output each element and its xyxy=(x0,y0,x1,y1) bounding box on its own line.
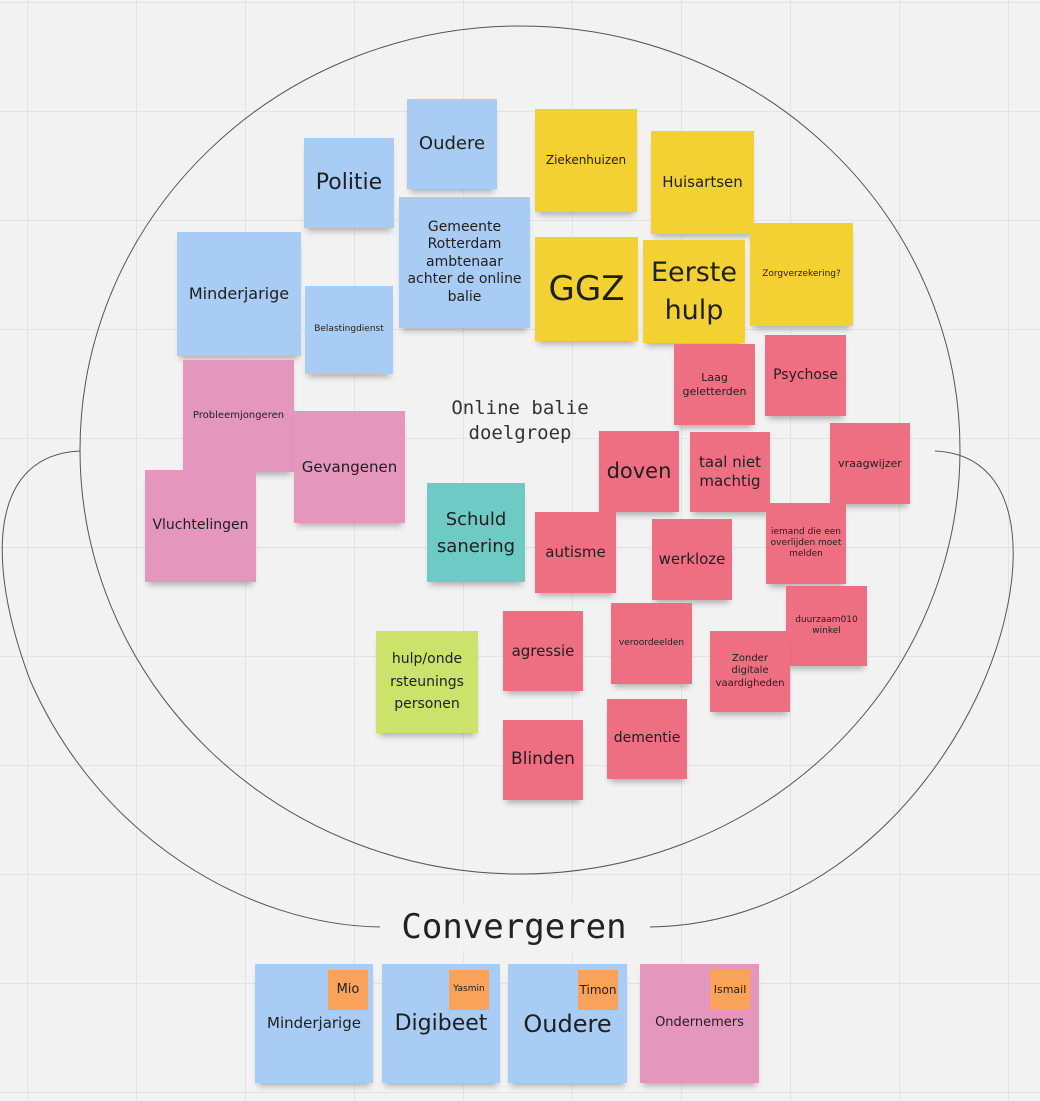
sticky-note-overlijden[interactable]: iemand die een overlijden moet melden xyxy=(766,503,846,584)
sticky-note-hulp-ondersteuningspersonen[interactable]: hulp/onde rsteunings personen xyxy=(376,631,478,733)
sticky-note-duurzaam010[interactable]: duurzaam010 winkel xyxy=(786,586,867,666)
sticky-note-agressie[interactable]: agressie xyxy=(503,611,583,691)
left-bracket-line xyxy=(1,450,381,928)
sticky-note-zorgverzekering[interactable]: Zorgverzekering? xyxy=(750,223,853,326)
sticky-note-vraagwijzer[interactable]: vraagwijzer xyxy=(830,423,910,504)
sticky-note-minderjarige[interactable]: Minderjarige xyxy=(177,232,301,356)
sticky-note-vluchtelingen[interactable]: Vluchtelingen xyxy=(145,470,256,582)
author-tag-yasmin: Yasmin xyxy=(449,970,489,1010)
sticky-note-blinden[interactable]: Blinden xyxy=(503,720,583,800)
converged-note-ondernemers[interactable]: Ondernemers xyxy=(640,964,759,1083)
sticky-note-belastingdienst[interactable]: Belastingdienst xyxy=(305,286,393,374)
right-bracket-line xyxy=(649,450,1014,928)
sticky-note-probleemjongeren[interactable]: Probleemjongeren xyxy=(183,360,294,472)
sticky-note-taal-niet-machtig[interactable]: taal niet machtig xyxy=(690,432,770,512)
sticky-note-psychose[interactable]: Psychose xyxy=(765,335,846,416)
sticky-note-doven[interactable]: doven xyxy=(599,431,679,512)
sticky-note-gemeente[interactable]: Gemeente Rotterdam ambtenaar achter de o… xyxy=(399,197,530,328)
group-circle xyxy=(79,25,961,875)
sticky-note-huisartsen[interactable]: Huisartsen xyxy=(651,131,754,234)
sticky-note-dementie[interactable]: dementie xyxy=(607,699,687,779)
sticky-note-werkloze[interactable]: werkloze xyxy=(652,519,732,600)
sticky-note-laag-geletterden[interactable]: Laag geletterden xyxy=(674,344,755,425)
sticky-note-eerste-hulp[interactable]: Eerste hulp xyxy=(643,240,745,343)
sticky-note-gevangenen[interactable]: Gevangenen xyxy=(294,411,405,523)
sticky-note-schuldsanering[interactable]: Schuld sanering xyxy=(427,483,525,582)
sticky-note-ziekenhuizen[interactable]: Ziekenhuizen xyxy=(535,109,637,212)
sticky-note-autisme[interactable]: autisme xyxy=(535,512,616,593)
sticky-note-oudere[interactable]: Oudere xyxy=(407,99,497,189)
sticky-note-politie[interactable]: Politie xyxy=(304,138,394,228)
sticky-note-veroordeelden[interactable]: veroordeelden xyxy=(611,603,692,684)
sticky-note-ggz[interactable]: GGZ xyxy=(535,237,638,341)
sticky-note-zonder-digitale-vaardigheden[interactable]: Zonder digitale vaardigheden xyxy=(710,631,790,712)
board-center-label: Online balie doelgroep xyxy=(451,397,589,444)
author-tag-timon: Timon xyxy=(578,970,618,1010)
author-tag-mio: Mio xyxy=(328,970,368,1010)
author-tag-ismail: Ismail xyxy=(710,970,750,1010)
convergeren-title: Convergeren xyxy=(385,903,643,951)
